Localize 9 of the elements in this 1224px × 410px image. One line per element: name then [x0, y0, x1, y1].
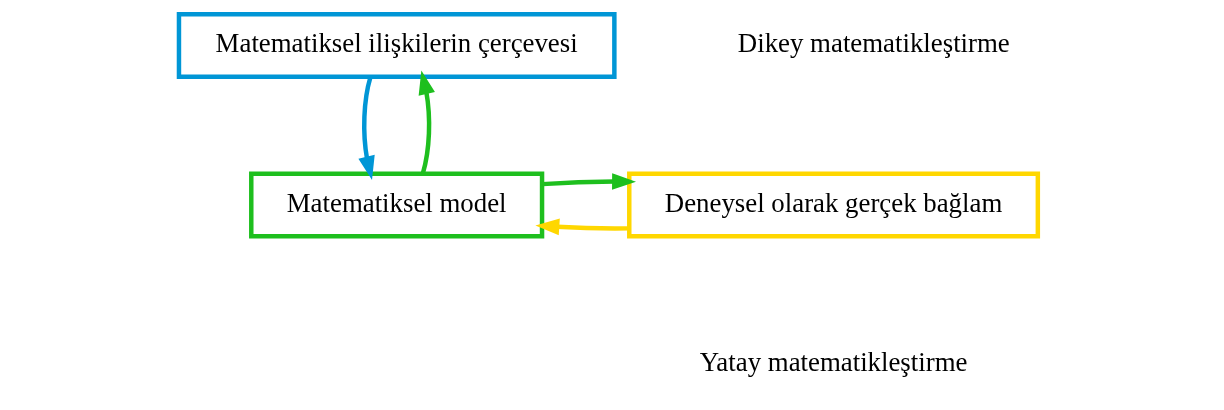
arrow — [534, 218, 629, 236]
label: Yatay matematikleştirme — [699, 347, 967, 378]
arrow — [357, 76, 375, 180]
node-box: Deneysel olarak gerçek bağlam — [626, 171, 1040, 239]
arrow — [418, 70, 435, 174]
node-box: Matematiksel ilişkilerin çerçevesi — [176, 11, 617, 79]
label: Dikey matematikleştirme — [737, 28, 1010, 59]
node-box: Matematiksel model — [248, 171, 544, 239]
arrow — [541, 173, 636, 190]
